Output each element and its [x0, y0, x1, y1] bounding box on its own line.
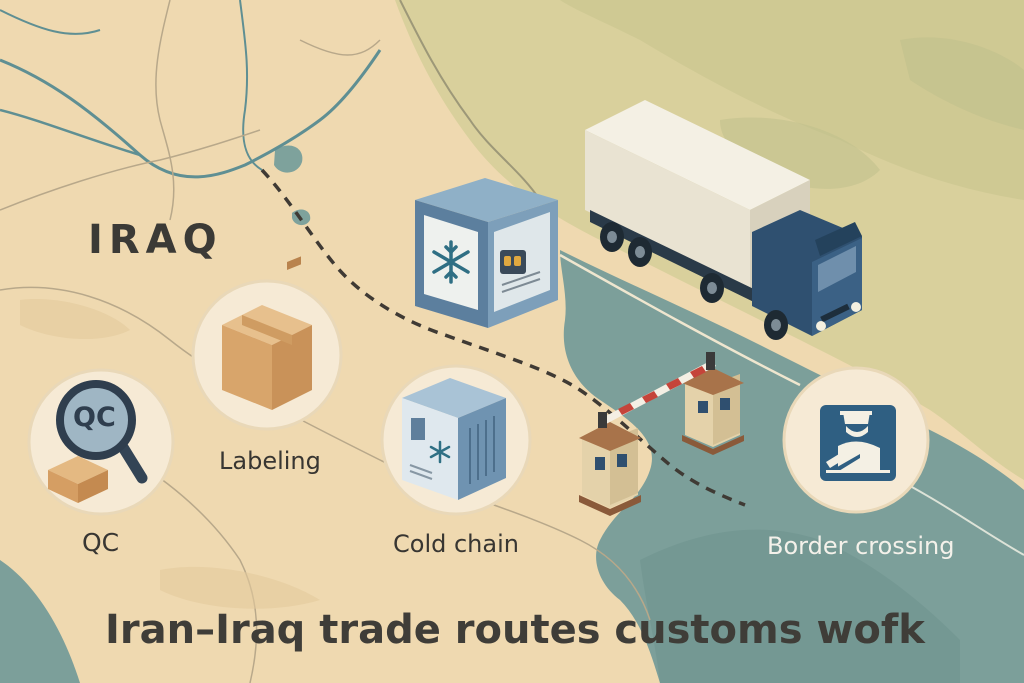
river-tributary [239, 0, 263, 171]
step-label-border-crossing: Border crossing [767, 532, 955, 560]
step-label-cold-chain: Cold chain [393, 530, 519, 558]
qc-step-badge [27, 368, 175, 516]
province-border [0, 286, 651, 621]
river-tributary [0, 108, 141, 157]
cold-storage-container [415, 178, 558, 328]
trade-route [260, 168, 746, 507]
refrigerated-unit-icon [402, 378, 506, 500]
truck [585, 100, 862, 340]
province-border [299, 39, 381, 56]
magnifier-qc-icon [48, 380, 148, 503]
qc-badge-text: QC [73, 402, 116, 433]
terrain-patch [900, 37, 1024, 131]
province-border [0, 129, 261, 211]
international-border [399, 0, 541, 201]
map-title: Iran–Iraq trade routes customs wofk [105, 607, 925, 653]
step-label-labeling: Labeling [219, 447, 321, 475]
river-tributary [0, 9, 101, 35]
lake [274, 145, 303, 173]
border-crossing-step-badge [782, 366, 930, 514]
terrain-patch [720, 117, 880, 189]
country-label: IRAQ [88, 217, 223, 263]
step-label-qc: QC [82, 528, 120, 557]
sea-left [0, 560, 80, 683]
terrain-patch [20, 299, 130, 340]
snowflake-icon [429, 440, 451, 464]
snowflake-icon [432, 240, 470, 284]
deep-water [640, 529, 960, 683]
cold-chain-step-badge [380, 364, 532, 516]
river-tigris [0, 49, 382, 179]
province-border [155, 0, 175, 221]
terrain-patch [160, 566, 320, 609]
border-checkpoint [579, 352, 744, 516]
customs-officer-icon [820, 405, 896, 481]
cardboard-box-icon [222, 256, 312, 410]
road [559, 253, 801, 387]
labeling-step-badge [191, 256, 343, 431]
